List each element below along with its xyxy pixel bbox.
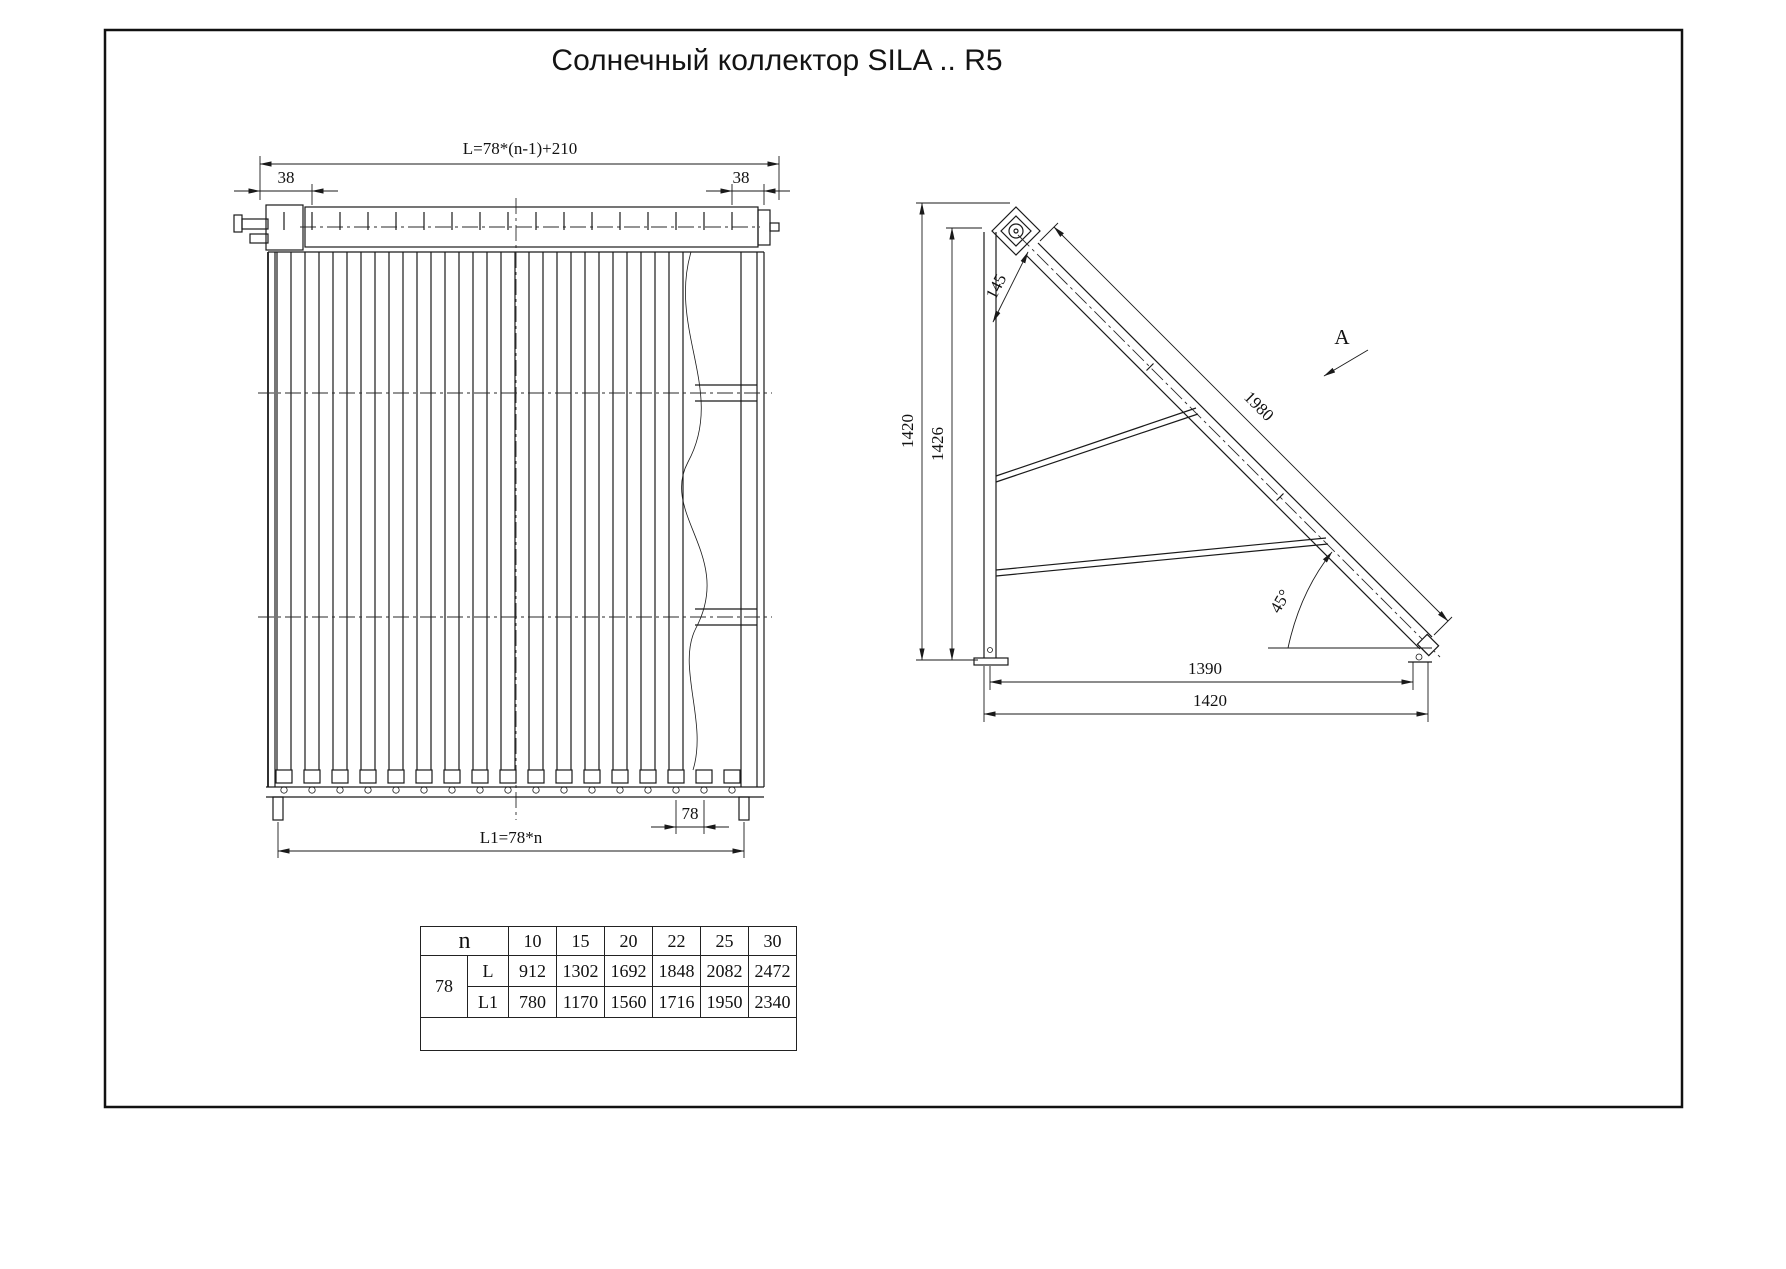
collector-end-cap bbox=[1416, 633, 1440, 657]
view-a-label: A bbox=[1334, 325, 1350, 349]
page-title: Солнечный коллектор SILA .. R5 bbox=[551, 44, 1003, 77]
dim-bracket-label: 145 bbox=[982, 271, 1011, 302]
tube-array bbox=[276, 251, 684, 771]
table-cell: 2082 bbox=[700, 955, 749, 987]
post-foot bbox=[973, 657, 1009, 666]
support-struts bbox=[995, 407, 1329, 577]
table-corner-n: n bbox=[420, 926, 509, 956]
right-leg bbox=[738, 796, 750, 821]
table-pitch-label: 78 bbox=[420, 955, 468, 1018]
tube-caps bbox=[275, 769, 741, 794]
table-cell: 912 bbox=[508, 955, 557, 987]
manifold-end-block bbox=[265, 204, 304, 251]
size-table: n 10 15 20 22 25 30 78 L 912 1302 1692 1… bbox=[420, 926, 797, 1051]
inlet-pipe bbox=[241, 218, 269, 230]
table-cell: 1716 bbox=[652, 986, 701, 1018]
table-cell: 1692 bbox=[604, 955, 653, 987]
table-cell: 1170 bbox=[556, 986, 605, 1018]
table-col-n25: 25 bbox=[700, 926, 749, 956]
front-view: L=78*(n-1)+210 38 38 78 L1=78*n bbox=[233, 139, 790, 858]
air-vent bbox=[769, 222, 780, 232]
dim-height-frame-label: 1426 bbox=[928, 427, 947, 461]
outlet-pipe bbox=[249, 233, 269, 244]
manifold-section bbox=[991, 206, 1041, 256]
left-leg bbox=[272, 796, 284, 821]
break-line bbox=[681, 251, 708, 771]
table-cell: 780 bbox=[508, 986, 557, 1018]
dim-bottom-length-label: L1=78*n bbox=[480, 828, 543, 847]
table-empty-row bbox=[420, 1017, 797, 1051]
table-cell: 1302 bbox=[556, 955, 605, 987]
view-a-arrow bbox=[1323, 349, 1369, 377]
table-cell: 2472 bbox=[748, 955, 797, 987]
dim-offset-right-label: 38 bbox=[733, 168, 750, 187]
dim-base-inner-label: 1390 bbox=[1188, 659, 1222, 678]
table-cell: 1950 bbox=[700, 986, 749, 1018]
table-cell: 2340 bbox=[748, 986, 797, 1018]
dim-height-overall-label: 1420 bbox=[898, 414, 917, 448]
table-col-n20: 20 bbox=[604, 926, 653, 956]
dim-tube-pitch-label: 78 bbox=[682, 804, 699, 823]
dim-angle-label: 45° bbox=[1266, 586, 1294, 616]
dim-top-length-label: L=78*(n-1)+210 bbox=[463, 139, 578, 158]
table-cell: 1848 bbox=[652, 955, 701, 987]
table-col-n22: 22 bbox=[652, 926, 701, 956]
table-col-n10: 10 bbox=[508, 926, 557, 956]
sheet-border bbox=[103, 28, 1684, 1109]
table-col-n30: 30 bbox=[748, 926, 797, 956]
side-view: 1420 1426 145 1980 45° 1390 1420 A bbox=[898, 202, 1453, 722]
table-cell: 1560 bbox=[604, 986, 653, 1018]
dim-offset-left-label: 38 bbox=[278, 168, 295, 187]
table-row-L1-label: L1 bbox=[467, 986, 509, 1018]
dim-base-overall-label: 1420 bbox=[1193, 691, 1227, 710]
table-col-n15: 15 bbox=[556, 926, 605, 956]
table-row-L-label: L bbox=[467, 955, 509, 987]
collector-centerline bbox=[1017, 234, 1441, 658]
